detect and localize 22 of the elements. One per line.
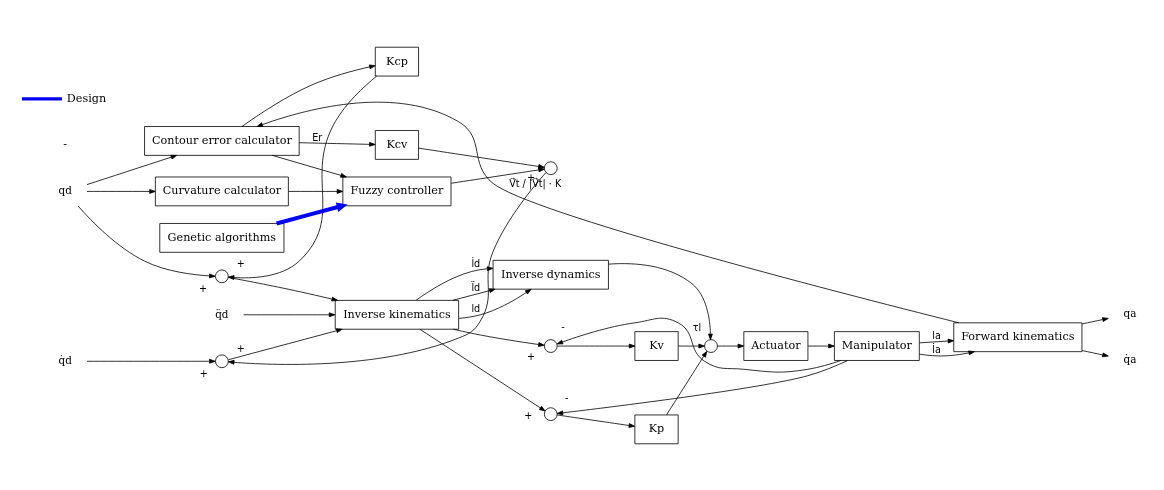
edge-label: Er <box>312 131 323 143</box>
node-text: q̇d <box>58 353 72 366</box>
edge-label: ld <box>471 302 481 314</box>
edge-label: la <box>932 329 941 341</box>
edge-label: - <box>561 320 565 332</box>
edge-label: l̈d <box>471 281 481 293</box>
edge-label: + <box>524 409 533 421</box>
edge-label: - <box>565 391 569 403</box>
edge-label: l̇d <box>471 257 481 269</box>
edge-label: + <box>236 342 245 354</box>
edge-label: + <box>199 282 208 294</box>
edge-label: l̇a <box>932 343 941 355</box>
edge-label: τl <box>692 321 702 333</box>
node-text: qd <box>58 183 72 196</box>
node-text: qa <box>1123 306 1137 319</box>
node-text: q̇a <box>1123 352 1137 365</box>
edge-label: + <box>236 257 245 269</box>
edge-label: + <box>527 350 536 362</box>
edge-label: + <box>199 367 208 379</box>
label: - <box>63 137 68 151</box>
legend-label: Design <box>66 91 107 105</box>
node-text: q̈d <box>215 307 229 320</box>
